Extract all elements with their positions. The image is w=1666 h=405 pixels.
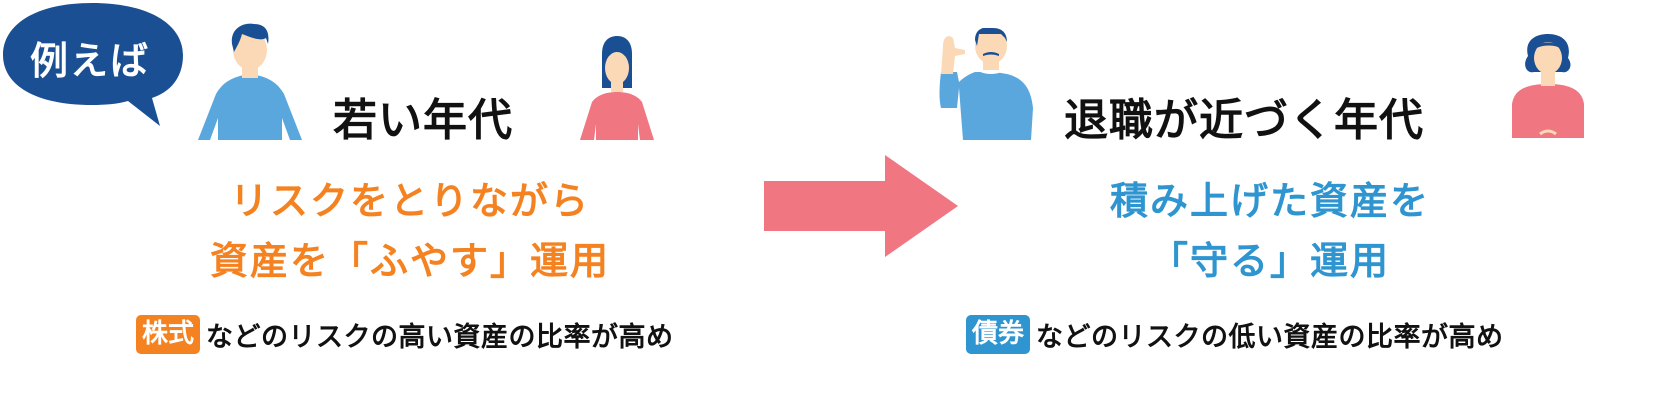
young-woman-icon bbox=[580, 36, 654, 140]
left-main-message: リスクをとりながら 資産を「ふやす」運用 bbox=[200, 171, 620, 291]
bubble-label: 例えば bbox=[30, 39, 151, 83]
bonds-badge: 債券 bbox=[966, 315, 1031, 354]
right-main-line1: 積み上げた資産を bbox=[1109, 179, 1430, 223]
left-main-line2: 資産を「ふやす」運用 bbox=[209, 239, 610, 283]
left-description-text: などのリスクの高い資産の比率が高め bbox=[206, 322, 674, 353]
older-woman-figure bbox=[1510, 34, 1586, 142]
example-speech-bubble: 例えば bbox=[0, 0, 190, 130]
right-main-line2: 「守る」運用 bbox=[1149, 239, 1390, 283]
young-woman-figure bbox=[580, 36, 654, 142]
right-main-message: 積み上げた資産を 「守る」運用 bbox=[1060, 171, 1480, 291]
left-main-line1: リスクをとりながら bbox=[229, 179, 590, 223]
stocks-badge: 株式 bbox=[136, 315, 201, 354]
right-description-text: などのリスクの低い資産の比率が高め bbox=[1036, 322, 1504, 353]
young-man-figure bbox=[196, 22, 304, 142]
right-description: 債券 などのリスクの低い資産の比率が高め bbox=[966, 315, 1504, 354]
older-woman-icon bbox=[1512, 34, 1584, 138]
older-man-icon bbox=[939, 27, 1033, 140]
speech-bubble-icon bbox=[3, 3, 183, 126]
young-man-icon bbox=[198, 23, 302, 140]
right-arrow-icon bbox=[764, 155, 958, 257]
left-description: 株式 などのリスクの高い資産の比率が高め bbox=[136, 315, 674, 354]
transition-arrow bbox=[764, 154, 964, 260]
near-retirement-heading: 退職が近づく年代 bbox=[1064, 95, 1424, 146]
young-age-heading: 若い年代 bbox=[333, 95, 513, 146]
older-man-figure bbox=[935, 27, 1035, 142]
